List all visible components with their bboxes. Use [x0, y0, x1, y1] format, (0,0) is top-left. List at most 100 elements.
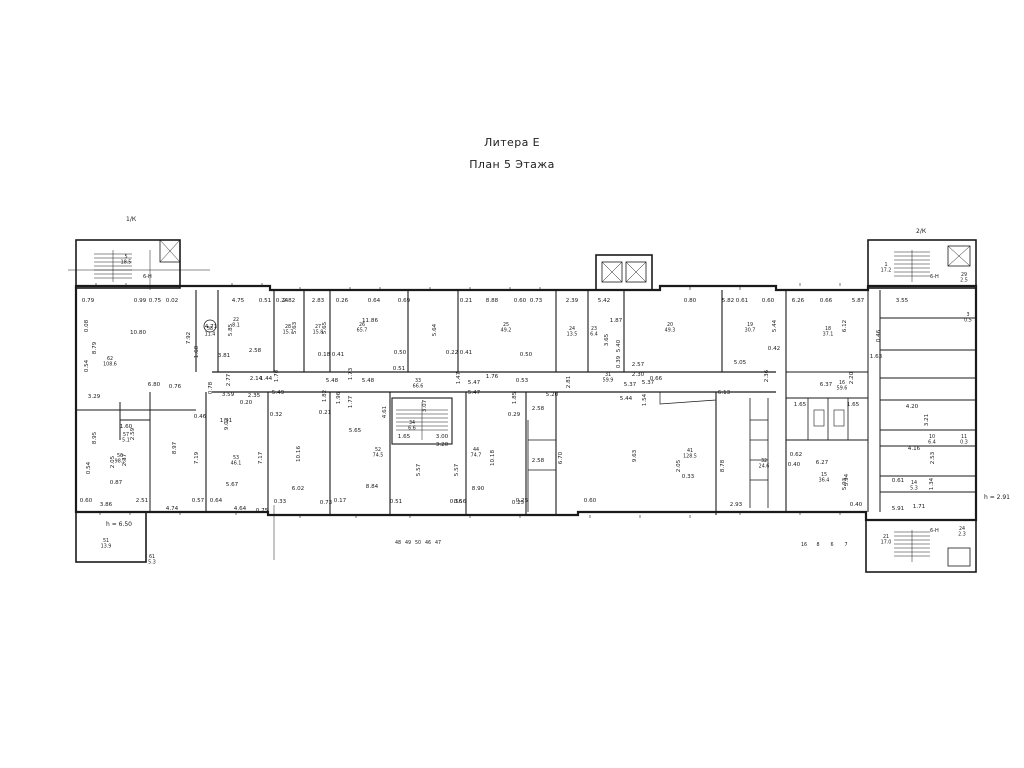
dimension-label: 1.71: [913, 504, 926, 510]
page-subtitle: План 5 Этажа: [469, 158, 555, 171]
room-number: 51: [103, 538, 109, 544]
dimension-label: 2.93: [730, 502, 743, 508]
dimension-label: 1.78: [274, 369, 280, 382]
dimension-label: 2.83: [312, 298, 325, 304]
room-area: 0.3: [960, 440, 968, 446]
room-area: 49.3: [665, 328, 676, 334]
dimension-label: 1.65: [847, 402, 860, 408]
dimension-label: 1.65: [398, 434, 411, 440]
room-number: 58: [207, 326, 213, 332]
room-number: 25: [503, 322, 509, 328]
dimension-label: 0.69: [398, 298, 411, 304]
left-stair-block: [75, 239, 181, 289]
dimension-label: 3.20: [436, 442, 449, 448]
dimension-label: 1.85: [512, 391, 518, 404]
dimension-label: 0.50: [394, 350, 407, 356]
dimension-label: 1.54: [642, 393, 648, 406]
right-block-partitions: [786, 290, 976, 512]
dimension-label: 5.64: [432, 323, 438, 336]
room-number: 53: [233, 455, 239, 461]
dimension-label: 5.94: [844, 473, 850, 486]
dimension-label: 1.76: [486, 374, 499, 380]
room-area: 37.1: [823, 332, 834, 338]
room-area: 36.4: [819, 478, 830, 484]
dimension-label: 0.25: [516, 498, 529, 504]
dimension-label: 0.20: [240, 400, 253, 406]
dimension-label: 10.18: [490, 450, 496, 466]
dimension-label: 3.07: [422, 399, 428, 412]
room-area: 13.9: [101, 544, 112, 550]
room-number: 62: [107, 356, 113, 362]
room-number: 32: [761, 458, 767, 464]
elevator-shaft: [947, 245, 971, 267]
dimension-label: 4.16: [908, 446, 921, 452]
room-area: 17.0: [881, 540, 892, 546]
room-number: 57: [123, 432, 129, 438]
dimension-label: 6.12: [842, 320, 848, 332]
dimension-label: 6.27: [816, 460, 829, 466]
dimension-label: 0.26: [336, 298, 349, 304]
dimension-label: 5.57: [416, 463, 422, 476]
dimension-label: 0.73: [320, 500, 333, 506]
room-number: 1: [884, 262, 887, 268]
dimension-label: 1.87: [610, 318, 623, 324]
dimension-label: 0.60: [584, 498, 597, 504]
dimension-label: 2.05: [110, 455, 116, 468]
room-number: 14: [911, 480, 917, 486]
dimension-label: 7.19: [194, 451, 200, 464]
dimension-label: 0.32: [270, 412, 282, 418]
dimension-label: 4.74: [166, 506, 179, 512]
elevator-cross: [625, 261, 647, 283]
room-list-number: 48: [395, 540, 401, 546]
dimension-label: 2.77: [226, 373, 232, 386]
dimension-label: 0.33: [274, 499, 287, 505]
dimension-label: 1.82: [322, 390, 328, 402]
dimension-label: 0.46: [194, 414, 207, 420]
dimension-label: 0.60: [762, 298, 775, 304]
axis-label-right: 2/К: [916, 228, 927, 235]
dimension-label: 0.75: [149, 298, 162, 304]
partition-walls-bottom: [205, 392, 787, 515]
room-area: 6.4: [928, 440, 936, 446]
dimension-label: 1.77: [348, 395, 354, 408]
dimension-label: 3.65: [604, 333, 610, 346]
reference-line: [68, 250, 275, 560]
elevator-shaft: [625, 261, 647, 283]
dimension-label: 7.17: [258, 451, 264, 464]
room-area: 5.3: [148, 560, 156, 566]
dimension-label: 0.51: [390, 499, 403, 505]
dimension-label: 0.75: [256, 508, 269, 514]
dimension-label: 2.30: [632, 372, 645, 378]
dimension-label: 3.86: [100, 502, 113, 508]
stair-treads-right-top: [894, 250, 930, 282]
dimension-label: 4.71: [205, 324, 218, 330]
room-area: 18.5: [121, 260, 132, 266]
room-area: 108.6: [103, 362, 117, 368]
room-list-number: 46: [425, 540, 431, 546]
dimension-label: 0.78: [208, 381, 214, 394]
room-area: 49.2: [501, 328, 512, 334]
dimension-label: 1.60: [120, 424, 133, 430]
dimension-label: 0.51: [259, 298, 272, 304]
room-number: 15: [821, 472, 827, 478]
dimension-label: 0.41: [460, 350, 473, 356]
room-area: 2.5: [960, 278, 968, 284]
room-area: 5.1: [122, 438, 130, 444]
dimension-label: 0.22: [446, 350, 458, 356]
outer-wall: [74, 284, 978, 522]
dimension-label: 2.20: [849, 371, 855, 384]
dimension-label: 1.73: [348, 367, 354, 380]
elevator-mark: 6-Н: [143, 274, 152, 280]
dimension-label: 1.68: [194, 345, 200, 358]
sanitary-cells: [527, 398, 849, 512]
dimension-label: 3.59: [222, 392, 235, 398]
room-area: 13.5: [567, 332, 578, 338]
elevator-mark: 6-Н: [930, 528, 939, 534]
room-number: 56: [117, 453, 123, 459]
toilet-fixture: [813, 409, 825, 427]
dimension-label: 1.65: [794, 402, 807, 408]
dimension-label: 7.92: [186, 332, 192, 344]
dimension-label: 6.80: [148, 382, 161, 388]
